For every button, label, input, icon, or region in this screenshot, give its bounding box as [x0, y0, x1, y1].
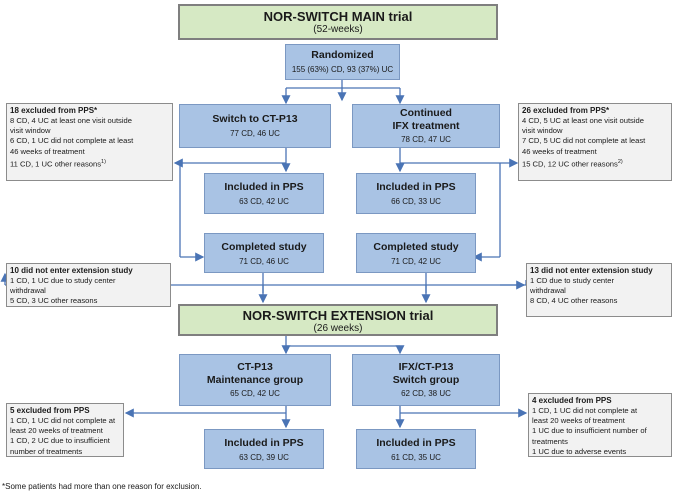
excluded-right-ext-line: 1 UC due to insufficient number of	[532, 426, 647, 436]
randomized-detail: 155 (63%) CD, 93 (37%) UC	[291, 65, 394, 74]
excluded-right-ext-title: 4 excluded from PPS	[532, 396, 612, 405]
excluded-right-main-line: visit window	[522, 126, 563, 136]
excluded-left-main-line: 8 CD, 4 UC at least one visit outside	[10, 116, 132, 125]
excluded-right-main-line-last: 15 CD, 12 UC other reasons2)	[522, 157, 668, 170]
excluded-right-ext-line: least 20 weeks of treatment	[532, 416, 625, 426]
main-trial-header: NOR-SWITCH MAIN trial (52-weeks)	[178, 4, 498, 40]
main-trial-title: NOR-SWITCH MAIN trial	[263, 9, 413, 24]
excluded-left-ext-line: 1 CD, 1 UC did not complete at	[10, 416, 116, 425]
excluded-left-ext-line: 1 CD, 2 UC due to insufficient	[10, 436, 110, 446]
ifx-switch-title-2: Switch group	[392, 374, 460, 386]
completed-left-detail: 71 CD, 46 UC	[239, 257, 289, 266]
randomized-title: Randomized	[311, 49, 374, 61]
continued-ifx-detail: 78 CD, 47 UC	[401, 135, 451, 144]
pps-right-ext-detail: 61 CD, 35 UC	[391, 453, 441, 462]
excluded-left-ext-line: least 20 weeks of treatment	[10, 426, 103, 436]
excluded-left-main-title: 18 excluded from PPS*	[10, 106, 98, 115]
excluded-left-main-reason: 11 CD, 1 UC other reasons	[10, 159, 102, 169]
ct-maintenance-title-1: CT-P13	[237, 361, 273, 373]
excluded-right-main: 26 excluded from PPS* 4 CD, 5 UC at leas…	[518, 103, 672, 181]
footnote-marker: 1)	[101, 158, 106, 165]
ct-maintenance-box: CT-P13 Maintenance group 65 CD, 42 UC	[179, 354, 331, 406]
extension-trial-subtitle: (26 weeks)	[313, 323, 363, 334]
ifx-switch-title-1: IFX/CT-P13	[398, 361, 454, 373]
pps-right-main-detail: 66 CD, 33 UC	[391, 197, 441, 206]
excluded-right-ext: 4 excluded from PPS 1 CD, 1 UC did not c…	[528, 393, 672, 457]
ifx-switch-detail: 62 CD, 38 UC	[401, 389, 451, 398]
pps-right-main: Included in PPS 66 CD, 33 UC	[356, 173, 476, 214]
no-extension-right-line: withdrawal	[530, 286, 566, 296]
footnote-marker: 2)	[617, 158, 623, 165]
continued-ifx-title-1: Continued	[400, 107, 452, 119]
pps-left-ext-title: Included in PPS	[224, 437, 304, 449]
excluded-left-ext-title: 5 excluded from PPS	[10, 406, 90, 415]
switch-ct-box: Switch to CT-P13 77 CD, 46 UC	[179, 104, 331, 148]
main-trial-subtitle: (52-weeks)	[313, 24, 363, 35]
no-extension-left-line: 1 CD, 1 UC due to study center	[10, 276, 116, 285]
excluded-left-ext: 5 excluded from PPS 1 CD, 1 UC did not c…	[6, 403, 124, 457]
switch-ct-title: Switch to CT-P13	[212, 113, 298, 125]
excluded-right-main-line: 4 CD, 5 UC at least one visit outside	[522, 116, 644, 125]
no-extension-left-line: 5 CD, 3 UC other reasons	[10, 296, 98, 306]
pps-right-main-title: Included in PPS	[376, 181, 456, 193]
no-extension-right-line: 8 CD, 4 UC other reasons	[530, 296, 618, 306]
pps-left-main-title: Included in PPS	[224, 181, 304, 193]
switch-ct-detail: 77 CD, 46 UC	[230, 129, 280, 138]
continued-ifx-box: Continued IFX treatment 78 CD, 47 UC	[352, 104, 500, 148]
excluded-right-main-line: 7 CD, 5 UC did not complete at least	[522, 136, 646, 146]
excluded-left-main-line: 46 weeks of treatment	[10, 146, 85, 156]
pps-right-ext-title: Included in PPS	[376, 437, 456, 449]
ifx-switch-box: IFX/CT-P13 Switch group 62 CD, 38 UC	[352, 354, 500, 406]
no-extension-left: 10 did not enter extension study 1 CD, 1…	[6, 263, 171, 307]
no-extension-left-title: 10 did not enter extension study	[10, 266, 133, 275]
pps-left-ext-detail: 63 CD, 39 UC	[239, 453, 289, 462]
completed-right-detail: 71 CD, 42 UC	[391, 257, 441, 266]
pps-left-ext: Included in PPS 63 CD, 39 UC	[204, 429, 324, 469]
no-extension-left-line: withdrawal	[10, 286, 46, 296]
excluded-right-main-title: 26 excluded from PPS*	[522, 106, 610, 115]
ct-maintenance-detail: 65 CD, 42 UC	[230, 389, 280, 398]
excluded-right-main-reason: 15 CD, 12 UC other reasons	[522, 159, 618, 169]
completed-left-title: Completed study	[221, 241, 307, 253]
pps-right-ext: Included in PPS 61 CD, 35 UC	[356, 429, 476, 469]
extension-trial-header: NOR-SWITCH EXTENSION trial (26 weeks)	[178, 304, 498, 336]
completed-right: Completed study 71 CD, 42 UC	[356, 233, 476, 273]
excluded-left-main-line: 6 CD, 1 UC did not complete at least	[10, 136, 134, 146]
randomized-box: Randomized 155 (63%) CD, 93 (37%) UC	[285, 44, 400, 80]
excluded-left-main: 18 excluded from PPS* 8 CD, 4 UC at leas…	[6, 103, 173, 181]
no-extension-right-line: 1 CD due to study center	[530, 276, 614, 285]
completed-left: Completed study 71 CD, 46 UC	[204, 233, 324, 273]
continued-ifx-title-2: IFX treatment	[392, 120, 460, 132]
extension-trial-title: NOR-SWITCH EXTENSION trial	[242, 308, 434, 323]
excluded-right-main-line: 46 weeks of treatment	[522, 146, 597, 156]
excluded-right-ext-line: 1 UC due to adverse events	[532, 446, 627, 456]
pps-left-main-detail: 63 CD, 42 UC	[239, 197, 289, 206]
footer-note: *Some patients had more than one reason …	[2, 482, 202, 491]
pps-left-main: Included in PPS 63 CD, 42 UC	[204, 173, 324, 214]
excluded-left-ext-line: number of treatments	[10, 446, 83, 456]
ct-maintenance-title-2: Maintenance group	[206, 374, 304, 386]
excluded-right-ext-line: 1 CD, 1 UC did not complete at	[532, 406, 638, 415]
no-extension-right: 13 did not enter extension study 1 CD du…	[526, 263, 672, 317]
excluded-left-main-line: visit window	[10, 126, 51, 136]
no-extension-right-title: 13 did not enter extension study	[530, 266, 653, 275]
completed-right-title: Completed study	[373, 241, 459, 253]
excluded-left-main-line-last: 11 CD, 1 UC other reasons1)	[10, 157, 169, 170]
excluded-right-ext-line: treatments	[532, 436, 568, 446]
